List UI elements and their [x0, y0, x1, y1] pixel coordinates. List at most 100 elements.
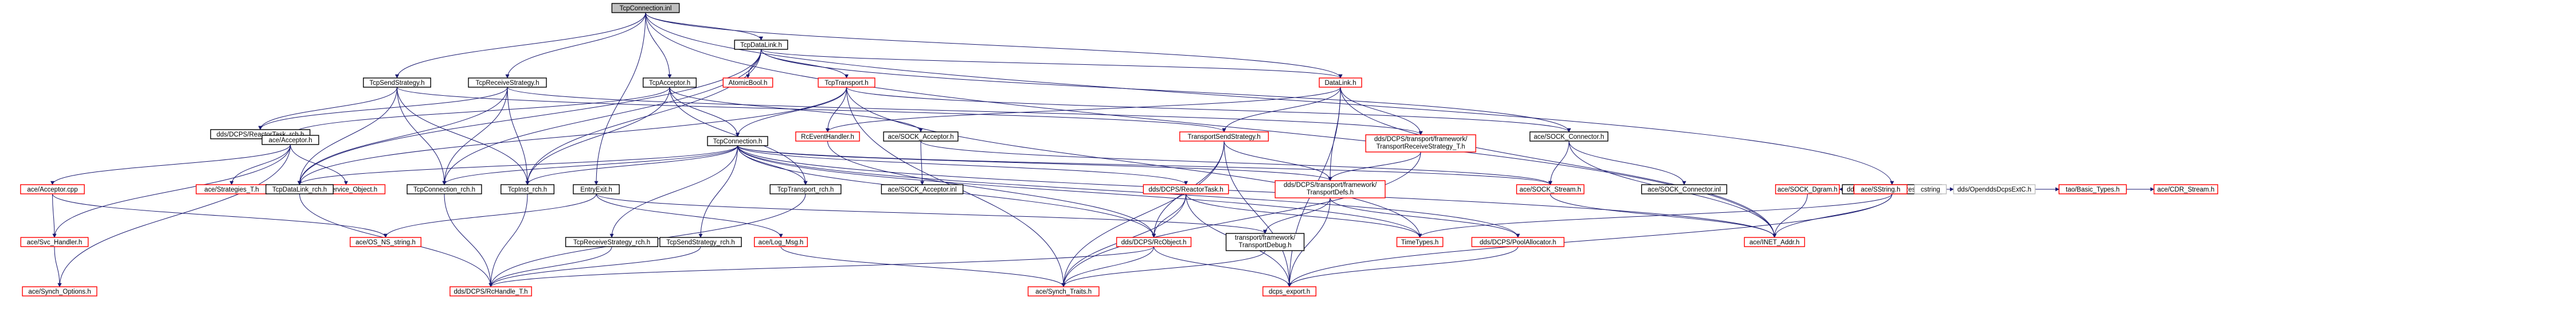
graph-node[interactable]: TcpTransport_rch.h — [769, 184, 842, 194]
graph-node: tao/Basic_Types.h — [2058, 184, 2127, 194]
node-label: TcpDataLink.h — [740, 42, 782, 49]
node-box — [1853, 184, 1907, 194]
dependency-edge — [52, 193, 388, 238]
node-label: ace/Synch_Traits.h — [1035, 288, 1092, 295]
graph-node: dds/DCPS/transport/framework/TransportRe… — [1365, 134, 1476, 153]
graph-node[interactable]: TcpDataLink_rch.h — [265, 184, 334, 194]
graph-node[interactable]: ace/SOCK_Acceptor.inl — [881, 184, 964, 194]
node-layer: TcpConnection.inlTcpDataLink.hTcpSendStr… — [20, 3, 2218, 297]
dependency-edge — [737, 145, 1332, 181]
node-box — [22, 286, 97, 297]
dependency-edge — [1772, 193, 1808, 238]
graph-node[interactable]: TcpReceiveStrategy_rch.h — [565, 237, 659, 247]
graph-node[interactable]: TcpInst_rch.h — [501, 184, 555, 194]
node-box — [1365, 134, 1476, 153]
node-box — [20, 237, 89, 247]
graph-node[interactable]: TcpDataLink.h — [734, 40, 788, 50]
node-box — [449, 286, 532, 297]
dependency-edge — [1061, 141, 1225, 287]
dependency-edge — [488, 246, 1154, 287]
node-box — [642, 77, 697, 88]
graph-node: ace/Acceptor.cpp — [20, 184, 85, 194]
dependency-edge — [669, 87, 808, 185]
graph-node[interactable]: TcpSendStrategy.h — [363, 77, 431, 88]
node-label: TcpTransport.h — [824, 80, 868, 87]
node-label: TcpReceiveStrategy.h — [475, 80, 539, 87]
dependency-edge — [507, 87, 530, 185]
dependency-edge — [645, 12, 1894, 185]
dependency-edge — [596, 193, 1267, 234]
node-box — [611, 3, 680, 13]
node-box — [1275, 180, 1386, 198]
node-label: TransportSendStrategy.h — [1187, 134, 1260, 141]
node-label: DataLink.h — [1325, 80, 1357, 87]
node-box — [1225, 233, 1305, 251]
node-box — [722, 77, 773, 88]
dependency-edge — [525, 49, 761, 185]
graph-node[interactable]: TcpReceiveStrategy.h — [468, 77, 547, 88]
graph-node: TcpConnection.inl — [611, 3, 680, 13]
dependency-edge — [1550, 193, 1777, 238]
graph-node[interactable]: ace/SOCK_Connector.inl — [1641, 184, 1727, 194]
node-label: TimeTypes.h — [1401, 239, 1439, 246]
node-label: ace/INET_Addr.h — [1749, 239, 1800, 246]
dependency-edge — [1223, 141, 1292, 287]
dependency-edge — [1287, 246, 1518, 287]
dependency-edge — [488, 246, 612, 287]
node-box — [20, 184, 85, 194]
node-label: TcpDataLink_rch.h — [272, 186, 327, 193]
dependency-edge — [827, 141, 1156, 238]
node-label: TcpConnection.h — [713, 138, 763, 145]
graph-node: dds/DCPS/RcObject.h — [1116, 237, 1192, 247]
dependency-edge — [920, 141, 1553, 185]
node-box — [707, 136, 768, 146]
dependency-edge — [525, 87, 670, 185]
dependency-edge — [746, 49, 761, 79]
node-box — [1396, 237, 1444, 247]
node-label: cstring — [1921, 186, 1940, 193]
dependency-edge — [507, 87, 1423, 135]
graph-node[interactable]: ace/SOCK_Connector.h — [1529, 131, 1609, 142]
node-box — [468, 77, 547, 88]
dependency-edge — [1328, 151, 1421, 181]
dependency-edge — [442, 49, 761, 185]
graph-node: ace/Svc_Handler.h — [20, 237, 89, 247]
graph-node: TimeTypes.h — [1396, 237, 1444, 247]
dependency-edge — [52, 193, 57, 238]
node-label: ace/SOCK_Acceptor.h — [888, 134, 953, 141]
graph-node[interactable]: transport/framework/TransportDebug.h — [1225, 233, 1305, 251]
dependency-edge — [780, 246, 1066, 287]
dependency-edge — [737, 145, 1553, 185]
graph-node: ace/SOCK_Dgram.h — [1775, 184, 1840, 194]
node-box — [265, 184, 334, 194]
dependency-edge — [57, 144, 291, 287]
node-box — [565, 237, 659, 247]
graph-node[interactable]: TcpConnection_rch.h — [406, 184, 482, 194]
graph-node: ace/CDR_Stream.h — [2153, 184, 2218, 194]
graph-node[interactable]: TcpSendStrategy_rch.h — [659, 237, 742, 247]
dependency-edge — [505, 12, 646, 79]
node-label: EntryExit.h — [580, 186, 612, 193]
dependency-edge — [645, 12, 1343, 79]
node-box — [795, 131, 860, 142]
dependency-edge — [290, 144, 348, 185]
dependency-edge — [1152, 193, 1186, 238]
graph-node: TransportSendStrategy.h — [1179, 131, 1269, 142]
node-box — [881, 184, 964, 194]
node-label: dds/DCPS/transport/framework/TransportDe… — [1284, 182, 1377, 196]
dependency-edge — [761, 49, 1571, 132]
graph-node[interactable]: TcpAcceptor.h — [642, 77, 697, 88]
graph-node[interactable]: EntryExit.h — [573, 184, 620, 194]
dependency-edge — [488, 246, 701, 287]
node-label: ace/Log_Msg.h — [759, 239, 804, 246]
graph-node: ace/SString.h — [1853, 184, 1907, 194]
dependency-edge — [488, 193, 528, 287]
dependency-edge — [669, 87, 740, 137]
node-box — [1116, 237, 1192, 247]
dependency-edge — [1061, 151, 1421, 287]
graph-node[interactable]: ace/Acceptor.h — [261, 135, 319, 145]
node-box — [1027, 286, 1100, 297]
dependency-edge — [298, 49, 761, 185]
graph-node[interactable]: TcpConnection.h — [707, 136, 768, 146]
graph-node[interactable]: ace/SOCK_Acceptor.h — [883, 131, 959, 142]
